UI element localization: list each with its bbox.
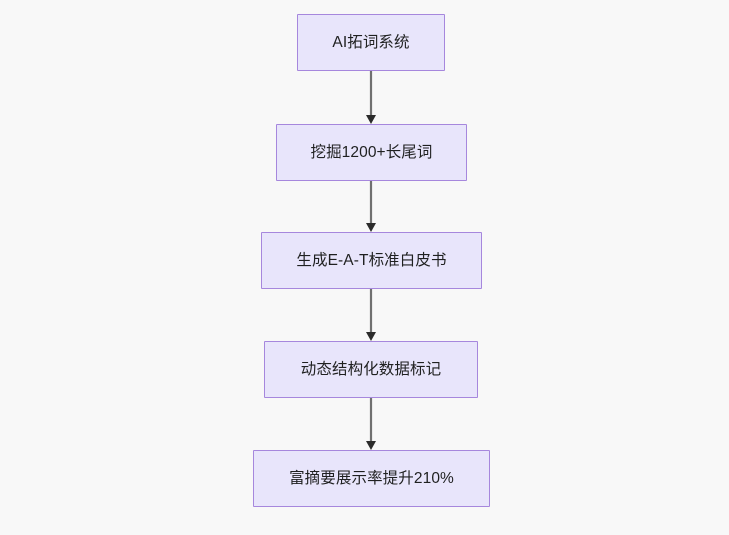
flow-node-mine-longtail-keywords[interactable]: 挖掘1200+长尾词: [276, 124, 467, 181]
flow-node-rich-snippet-rate-increase[interactable]: 富摘要展示率提升210%: [253, 450, 490, 507]
edge-node2-node3: [366, 181, 376, 232]
flow-node-dynamic-structured-data-markup[interactable]: 动态结构化数据标记: [264, 341, 478, 398]
flow-node-label: 挖掘1200+长尾词: [310, 143, 433, 161]
flow-node-label: 生成E-A-T标准白皮书: [296, 251, 447, 269]
flow-node-ai-keyword-system[interactable]: AI拓词系统: [297, 14, 445, 71]
flow-node-label: 动态结构化数据标记: [300, 360, 442, 378]
flow-node-label: AI拓词系统: [332, 33, 410, 51]
edge-node4-node5: [366, 398, 376, 450]
flow-node-label: 富摘要展示率提升210%: [289, 469, 454, 487]
flow-node-generate-eat-whitepaper[interactable]: 生成E-A-T标准白皮书: [261, 232, 482, 289]
edge-node3-node4: [366, 289, 376, 341]
edge-node1-node2: [366, 71, 376, 124]
